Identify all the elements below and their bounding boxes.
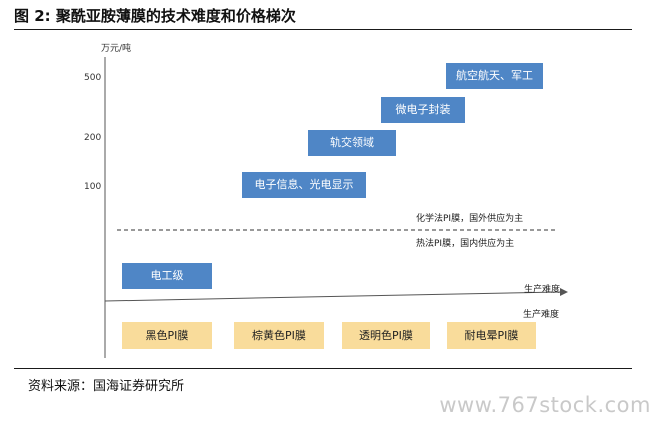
tier-electrical-grade: 电工级 — [122, 263, 212, 289]
product-corona-resistant-pi-film: 耐电晕PI膜 — [447, 322, 536, 349]
product-transparent-pi-film: 透明色PI膜 — [342, 322, 430, 349]
y-tick-100: 100 — [84, 182, 102, 192]
tier-rail-transit: 轨交领域 — [308, 130, 396, 156]
x-axis-arrow — [560, 288, 568, 296]
tier-electronic-optoelectronic: 电子信息、光电显示 — [242, 172, 366, 198]
top-rule — [14, 29, 632, 30]
product-amber-pi-film: 棕黄色PI膜 — [234, 322, 324, 349]
bottom-rule — [14, 368, 632, 369]
note-thermal-method: 热法PI膜，国内供应为主 — [416, 239, 515, 249]
x-axis-label-bottom: 生产难度 — [523, 310, 560, 320]
y-axis-unit: 万元/吨 — [101, 44, 132, 54]
x-axis-label-top: 生产难度 — [524, 285, 561, 295]
note-chemical-method: 化学法PI膜，国外供应为主 — [416, 214, 524, 224]
figure-title: 图 2: 聚酰亚胺薄膜的技术难度和价格梯次 — [14, 7, 296, 25]
y-tick-500: 500 — [84, 73, 102, 83]
tier-microelectronics-packaging: 微电子封装 — [381, 97, 465, 123]
tier-aerospace-military: 航空航天、军工 — [446, 63, 543, 89]
product-black-pi-film: 黑色PI膜 — [122, 322, 212, 349]
watermark: www.767stock.com — [439, 393, 651, 417]
x-axis-line — [104, 291, 561, 302]
y-tick-200: 200 — [84, 133, 102, 143]
source-note: 资料来源：国海证券研究所 — [28, 379, 185, 394]
